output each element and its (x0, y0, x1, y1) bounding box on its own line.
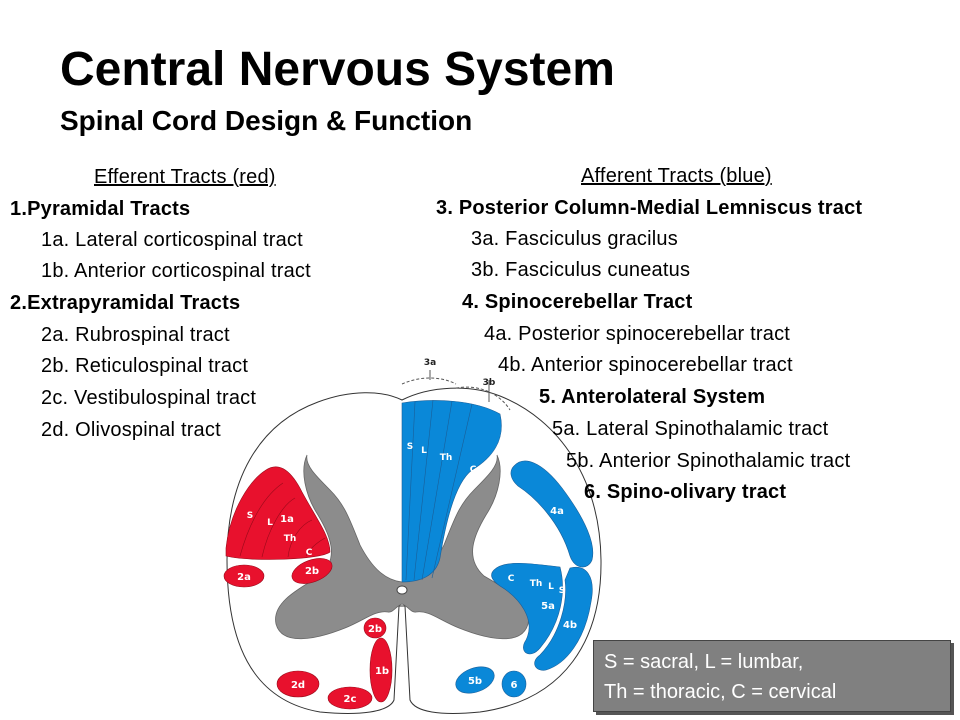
list-item: 2c. Vestibulospinal tract (41, 387, 257, 409)
tract-5b (455, 666, 495, 694)
tract-5a (491, 563, 563, 655)
label-l: L (548, 582, 554, 592)
label-3b: 3b (483, 378, 496, 388)
tract-4b (534, 566, 593, 671)
label-c: C (470, 465, 477, 475)
list-item: 5. Anterolateral System (539, 386, 766, 408)
list-item: 1a. Lateral corticospinal tract (41, 229, 303, 251)
list-item: 5a. Lateral Spinothalamic tract (552, 418, 829, 440)
central-canal (396, 585, 408, 595)
list-item: 2d. Olivospinal tract (41, 419, 221, 441)
list-item: 5b. Anterior Spinothalamic tract (566, 450, 851, 472)
afferent-header: Afferent Tracts (blue) (581, 165, 772, 187)
tract-2d (276, 670, 320, 698)
tract-2a (223, 564, 265, 588)
dorsal-column-bracket-3b (455, 386, 511, 411)
tract-2b-medial (363, 617, 387, 639)
tract-1a (225, 466, 331, 560)
grey-matter (275, 454, 529, 640)
label-2c: 2c (344, 694, 357, 705)
tract-4a (510, 460, 594, 568)
label-l: L (421, 446, 427, 456)
list-item: 6. Spino-olivary tract (584, 481, 787, 503)
list-item: 2b. Reticulospinal tract (41, 355, 249, 377)
label-1a: 1a (280, 514, 294, 525)
list-item: 2.Extrapyramidal Tracts (10, 292, 241, 314)
list-item: 4b. Anterior spinocerebellar tract (498, 354, 793, 376)
tract-2b-lateral (291, 558, 333, 584)
label-5b: 5b (468, 676, 482, 687)
label-2d: 2d (291, 680, 305, 691)
tract-1b (369, 637, 393, 703)
efferent-header: Efferent Tracts (red) (94, 166, 276, 188)
label-s: S (559, 586, 565, 596)
tract-6 (501, 670, 527, 698)
afferent-tracts (401, 399, 594, 698)
label-th: Th (284, 534, 297, 544)
label-2b: 2b (368, 624, 382, 635)
label-th: Th (530, 579, 543, 589)
list-item: 3. Posterior Column-Medial Lemniscus tra… (436, 197, 863, 219)
label-6: 6 (511, 680, 518, 691)
tract-2c (327, 686, 373, 710)
label-2b: 2b (305, 566, 319, 577)
label-5a: 5a (541, 601, 555, 612)
list-item: 1b. Anterior corticospinal tract (41, 260, 311, 282)
label-l: L (267, 518, 273, 528)
label-th: Th (440, 453, 453, 463)
list-item: 4. Spinocerebellar Tract (462, 291, 693, 313)
page-title: Central Nervous System (60, 43, 615, 96)
label-c: C (508, 574, 515, 584)
list-item: 1.Pyramidal Tracts (10, 198, 191, 220)
tract-labels: S L Th C S L 1a Th C 2a 2b 2b 1b 2d 2c 4… (237, 442, 577, 705)
label-1b: 1b (375, 666, 389, 677)
label-3a: 3a (424, 358, 436, 368)
label-4b: 4b (563, 620, 577, 631)
page-subtitle: Spinal Cord Design & Function (60, 105, 473, 136)
dorsal-column-bracket-3a (401, 377, 457, 385)
legend-line: S = sacral, L = lumbar, (604, 651, 804, 673)
list-item: 2a. Rubrospinal tract (41, 324, 230, 346)
abbreviation-legend: S = sacral, L = lumbar, Th = thoracic, C… (593, 640, 951, 712)
label-2a: 2a (237, 572, 251, 583)
label-s: S (247, 511, 253, 521)
label-s: S (407, 442, 413, 452)
label-4a: 4a (550, 506, 564, 517)
list-item: 3b. Fasciculus cuneatus (471, 259, 691, 281)
efferent-tracts (223, 466, 393, 710)
list-item: 4a. Posterior spinocerebellar tract (484, 323, 791, 345)
legend-line: Th = thoracic, C = cervical (604, 681, 837, 703)
label-c: C (306, 548, 313, 558)
list-item: 3a. Fasciculus gracilus (471, 228, 678, 250)
